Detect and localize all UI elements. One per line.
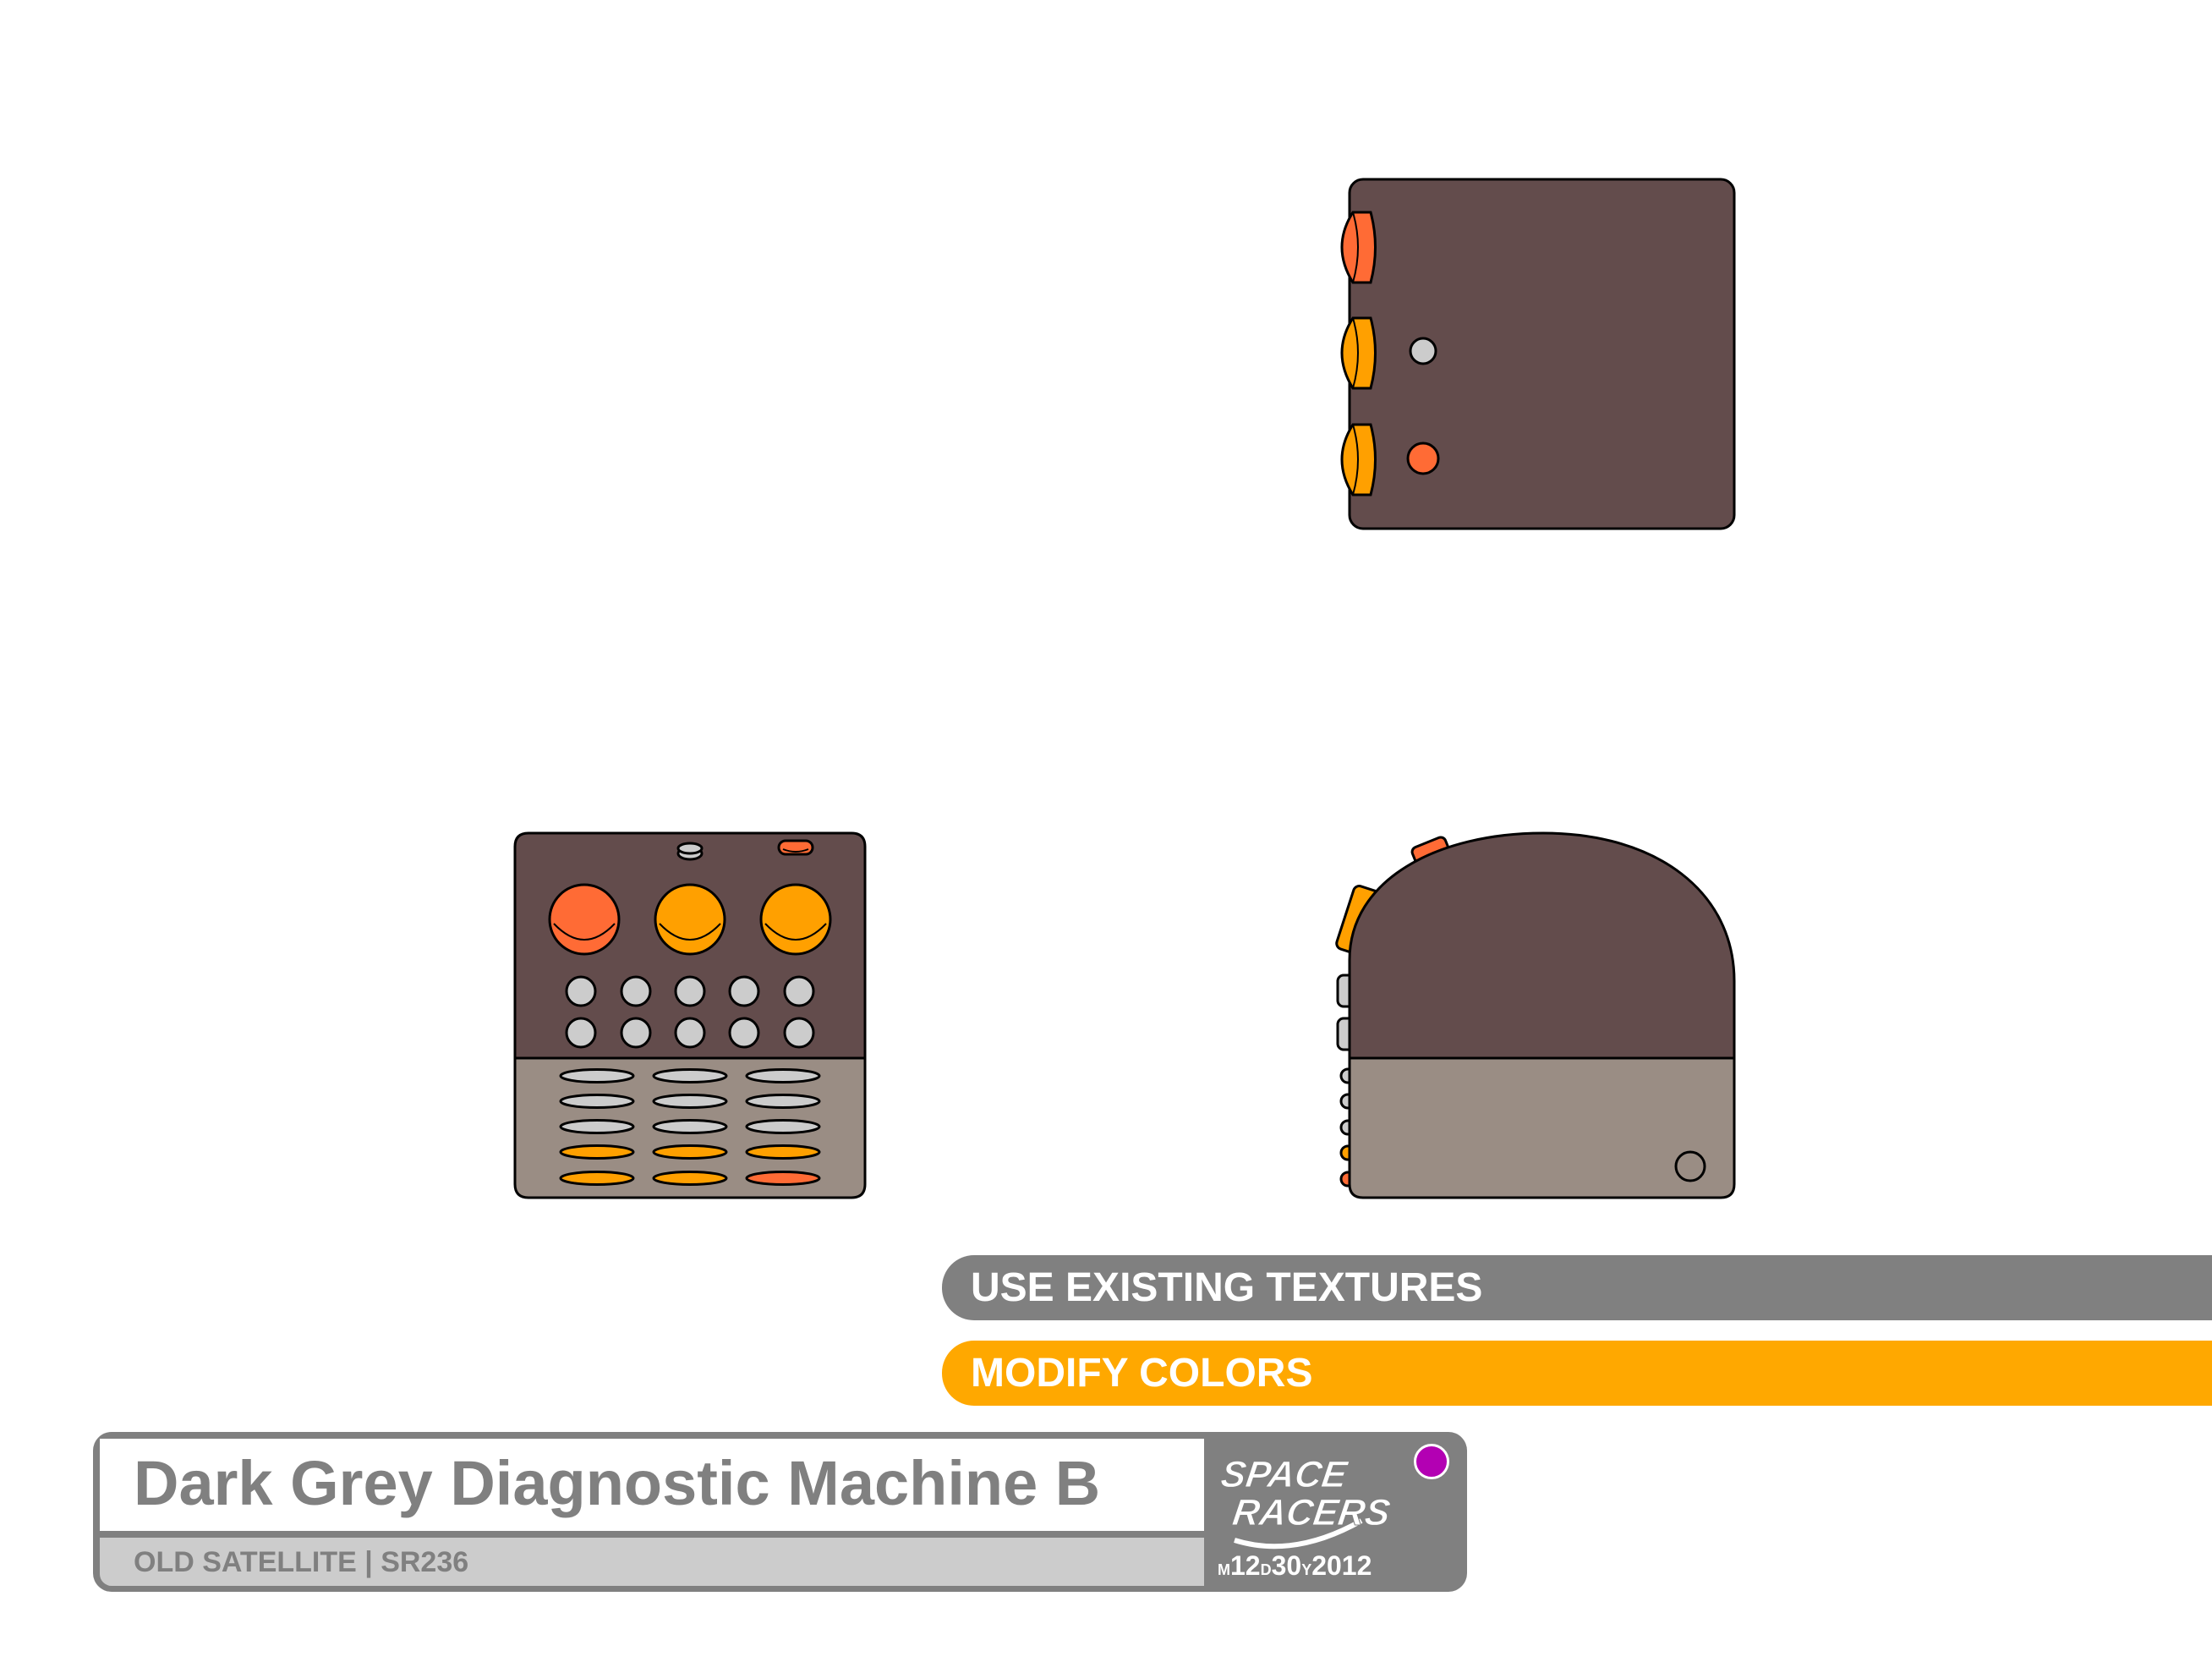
- page-title: Dark Grey Diagnostic Machine B: [134, 1448, 1101, 1518]
- large-dial: [759, 883, 832, 956]
- slot-light: [745, 1144, 821, 1160]
- round-button: [728, 1017, 760, 1049]
- slot-light: [745, 1119, 821, 1134]
- grey-indicator: [1409, 337, 1437, 365]
- top-puck-red: [777, 839, 814, 856]
- top-view: [1340, 178, 1736, 530]
- round-button: [565, 975, 597, 1007]
- space-racers-logo: SPACE RACERS: [1218, 1454, 1393, 1550]
- front-view: [513, 831, 867, 1199]
- status-dot: [1414, 1444, 1449, 1479]
- large-dial: [548, 883, 621, 956]
- slot-light: [559, 1119, 635, 1134]
- round-button: [783, 1017, 815, 1049]
- svg-text:SPACE: SPACE: [1218, 1454, 1351, 1495]
- top-puck-grey: [676, 842, 704, 861]
- date-stamp: M12D30Y2012: [1218, 1550, 1372, 1581]
- dial-rim: [764, 923, 827, 941]
- round-button: [620, 975, 652, 1007]
- round-button: [565, 1017, 597, 1049]
- slot-light: [745, 1068, 821, 1083]
- port-icon: [1674, 1150, 1706, 1182]
- slot-light: [745, 1171, 821, 1186]
- round-button: [674, 1017, 706, 1049]
- dial-rim: [553, 923, 616, 941]
- slot-light: [652, 1144, 728, 1160]
- slot-light: [652, 1119, 728, 1134]
- large-dial: [654, 883, 726, 956]
- round-button: [620, 1017, 652, 1049]
- slot-light: [652, 1068, 728, 1083]
- note-modify-colors: MODIFY COLORS: [942, 1341, 2212, 1406]
- side-knob-orange: [1340, 423, 1377, 496]
- subtitle: OLD SATELLITE | SR236: [134, 1546, 469, 1578]
- slot-light: [559, 1068, 635, 1083]
- side-knob-orange: [1340, 316, 1377, 390]
- round-button: [674, 975, 706, 1007]
- red-indicator: [1406, 442, 1440, 475]
- dial-rim: [659, 923, 721, 941]
- slot-light: [559, 1094, 635, 1109]
- slot-light: [559, 1144, 635, 1160]
- slot-light: [745, 1094, 821, 1109]
- svg-text:RACERS: RACERS: [1230, 1492, 1393, 1533]
- slot-light: [652, 1171, 728, 1186]
- slot-light: [559, 1171, 635, 1186]
- side-view: [1335, 831, 1736, 1199]
- round-button: [783, 975, 815, 1007]
- slot-light: [652, 1094, 728, 1109]
- note-use-existing-textures: USE EXISTING TEXTURES: [942, 1255, 2212, 1320]
- title-block: Dark Grey Diagnostic Machine B OLD SATEL…: [93, 1432, 1467, 1592]
- round-button: [728, 975, 760, 1007]
- side-knob-red: [1340, 211, 1377, 284]
